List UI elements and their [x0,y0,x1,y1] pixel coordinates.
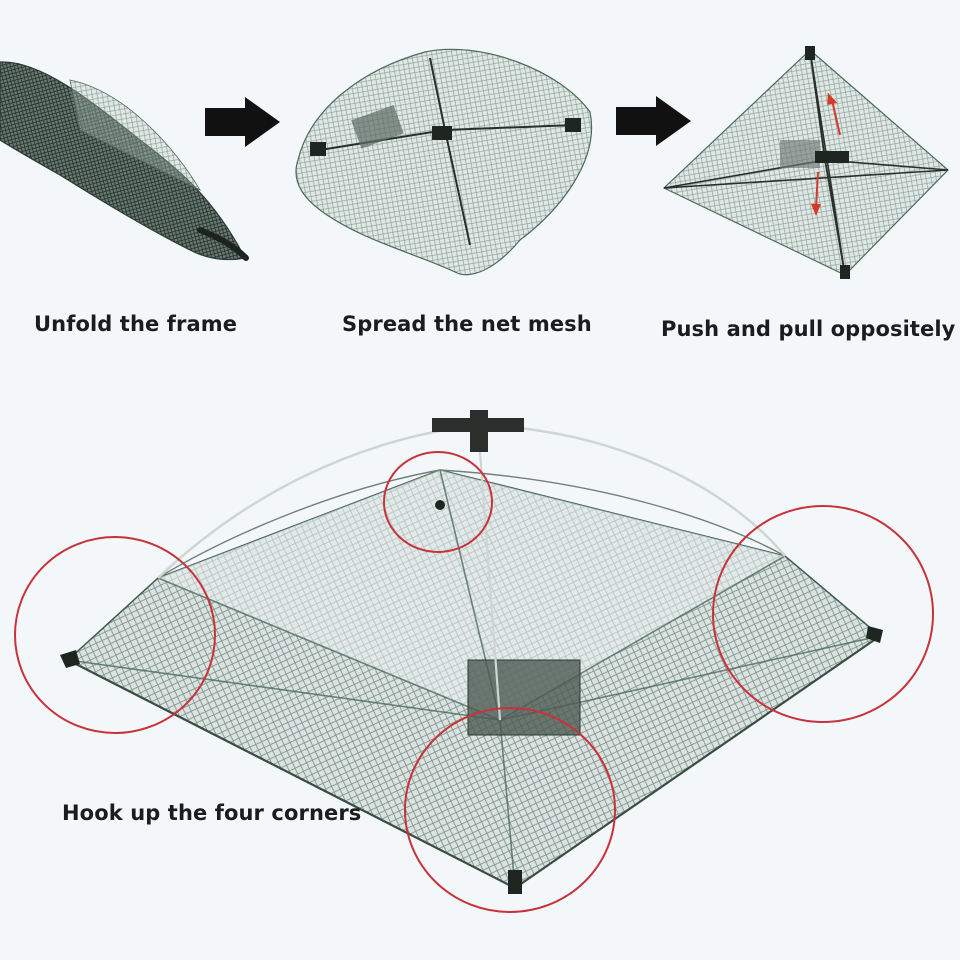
step-1-caption: Unfold the frame [34,312,238,336]
right-arrow-icon [616,96,691,146]
diamond-net-image [662,46,949,279]
folded-net-image [0,61,249,261]
step-3-caption: Push and pull oppositely [661,317,956,341]
up-down-arrow-icon [811,92,841,216]
step-4-caption: Hook up the four corners [62,801,362,825]
circle-highlight-right [712,505,934,723]
assembled-net-image [60,410,883,894]
right-arrow-icon [205,97,280,147]
spread-net-image [295,48,593,276]
circle-highlight-top [383,451,493,553]
circle-highlight-left [14,536,216,734]
corner-highlights [14,451,934,913]
circle-highlight-bottom [404,707,616,913]
step-2-caption: Spread the net mesh [342,312,592,336]
